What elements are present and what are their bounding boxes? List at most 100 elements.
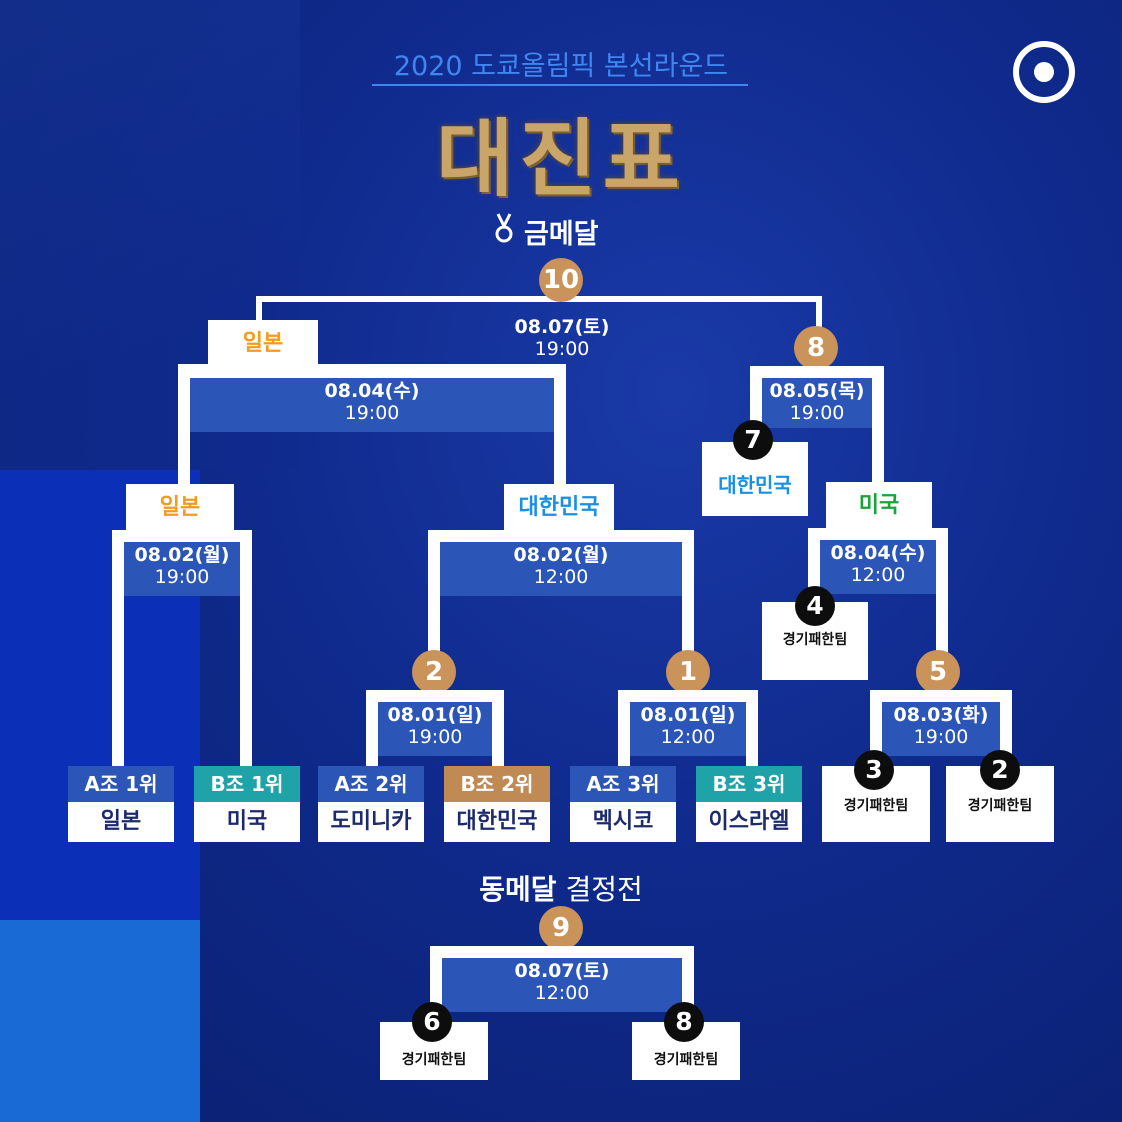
bracket-line bbox=[750, 366, 884, 378]
game-number-badge: 2 bbox=[412, 650, 456, 694]
bracket-line bbox=[240, 530, 252, 766]
bracket-line bbox=[428, 530, 694, 542]
game-number-badge: 1 bbox=[666, 650, 710, 694]
bracket-line bbox=[1000, 690, 1012, 766]
bracket-line bbox=[256, 296, 822, 302]
kbo-logo-icon bbox=[1013, 41, 1075, 103]
winner-box: 대한민국 bbox=[504, 484, 614, 532]
team-label: 경기패한팀 bbox=[782, 632, 848, 648]
game-time: 12:00 bbox=[534, 982, 590, 1004]
game-schedule: 08.04(수) 12:00 bbox=[820, 540, 936, 594]
game-schedule: 08.01(일) 19:00 bbox=[378, 702, 492, 756]
game-date: 08.07(토) bbox=[514, 316, 610, 338]
background-shape bbox=[0, 920, 200, 1122]
game-schedule: 08.04(수) 19:00 bbox=[190, 378, 554, 432]
winner-box: 일본 bbox=[208, 320, 318, 368]
bracket-line bbox=[870, 690, 882, 766]
team-seed: B조 3위 bbox=[696, 766, 802, 802]
game-schedule: 08.02(월) 19:00 bbox=[124, 542, 240, 596]
medal-icon bbox=[495, 213, 513, 243]
team-label: 경기패한팀 bbox=[401, 1052, 467, 1068]
bracket-line bbox=[870, 690, 1012, 702]
bracket-line bbox=[366, 690, 504, 702]
bracket-line bbox=[178, 364, 190, 488]
team-seed: B조 1위 bbox=[194, 766, 300, 802]
game-schedule: 08.07(토) 19:00 bbox=[480, 314, 644, 364]
team-seed: A조 2위 bbox=[318, 766, 424, 802]
team-label: 경기패한팀 bbox=[843, 798, 909, 814]
game-number-badge: 2 bbox=[980, 750, 1020, 790]
game-time: 19:00 bbox=[789, 402, 845, 424]
team-label: 경기패한팀 bbox=[653, 1052, 719, 1068]
game-time: 12:00 bbox=[850, 564, 906, 586]
bracket-line bbox=[746, 690, 758, 766]
bracket-line bbox=[366, 690, 378, 766]
game-time: 19:00 bbox=[407, 726, 463, 748]
bronze-label-rest: 결정전 bbox=[565, 873, 643, 906]
game-date: 08.04(수) bbox=[324, 380, 420, 402]
game-number-badge: 4 bbox=[795, 586, 835, 626]
game-time: 12:00 bbox=[660, 726, 716, 748]
bracket-line bbox=[554, 364, 566, 488]
game-date: 08.05(목) bbox=[769, 380, 865, 402]
game-schedule: 08.02(월) 12:00 bbox=[440, 542, 682, 596]
game-time: 19:00 bbox=[154, 566, 210, 588]
bracket-line bbox=[178, 364, 560, 378]
team-label: 대한민국 bbox=[718, 473, 792, 497]
game-date: 08.01(일) bbox=[387, 704, 483, 726]
game-time: 19:00 bbox=[534, 338, 590, 360]
bracket-line bbox=[816, 296, 822, 330]
bracket-line bbox=[492, 690, 504, 766]
bracket-line bbox=[936, 528, 948, 654]
winner-box: 일본 bbox=[126, 484, 234, 532]
bronze-medal-label: 동메달 결정전 bbox=[0, 868, 1122, 908]
bracket-line bbox=[430, 946, 694, 958]
game-number-badge: 8 bbox=[794, 326, 838, 370]
gold-medal-label: 금메달 bbox=[524, 219, 599, 250]
team-seed: A조 3위 bbox=[570, 766, 676, 802]
subtitle-underline bbox=[372, 84, 748, 86]
game-number-badge: 5 bbox=[916, 650, 960, 694]
game-date: 08.07(토) bbox=[514, 960, 610, 982]
team-label: 경기패한팀 bbox=[967, 798, 1033, 814]
game-number-badge: 3 bbox=[854, 750, 894, 790]
team-name: 미국 bbox=[194, 802, 300, 842]
team-name: 이스라엘 bbox=[696, 802, 802, 842]
game-date: 08.04(수) bbox=[830, 542, 926, 564]
bronze-label-bold: 동메달 bbox=[479, 873, 557, 906]
game-number-badge: 9 bbox=[539, 906, 583, 950]
team-name: 멕시코 bbox=[570, 802, 676, 842]
bracket-line bbox=[682, 530, 694, 654]
team-name: 일본 bbox=[68, 802, 174, 842]
team-seed: B조 2위 bbox=[444, 766, 550, 802]
game-number-badge: 8 bbox=[664, 1002, 704, 1042]
bracket-line bbox=[256, 296, 262, 326]
bracket-line bbox=[808, 528, 948, 540]
game-number-badge: 6 bbox=[412, 1002, 452, 1042]
page-title: 대진표 bbox=[436, 110, 686, 208]
team-seed: A조 1위 bbox=[68, 766, 174, 802]
team-name: 대한민국 bbox=[444, 802, 550, 842]
bracket-line bbox=[618, 690, 630, 766]
winner-box: 미국 bbox=[826, 482, 932, 530]
game-date: 08.02(월) bbox=[134, 544, 230, 566]
bracket-line bbox=[112, 530, 124, 766]
bracket-line bbox=[618, 690, 758, 702]
game-schedule: 08.07(토) 12:00 bbox=[442, 958, 682, 1012]
game-schedule: 08.03(화) 19:00 bbox=[882, 702, 1000, 756]
team-name: 도미니카 bbox=[318, 802, 424, 842]
game-number-badge: 7 bbox=[733, 420, 773, 460]
game-date: 08.02(월) bbox=[513, 544, 609, 566]
game-schedule: 08.01(일) 12:00 bbox=[630, 702, 746, 756]
bracket-line bbox=[112, 530, 252, 542]
game-date: 08.03(화) bbox=[893, 704, 989, 726]
game-schedule: 08.05(목) 19:00 bbox=[762, 378, 872, 428]
bracket-line bbox=[428, 530, 440, 654]
subtitle: 2020 도쿄올림픽 본선라운드 bbox=[393, 51, 729, 82]
game-number-badge: 10 bbox=[539, 258, 583, 302]
bracket-line bbox=[872, 366, 884, 484]
game-time: 12:00 bbox=[533, 566, 589, 588]
game-time: 19:00 bbox=[344, 402, 400, 424]
game-time: 19:00 bbox=[913, 726, 969, 748]
